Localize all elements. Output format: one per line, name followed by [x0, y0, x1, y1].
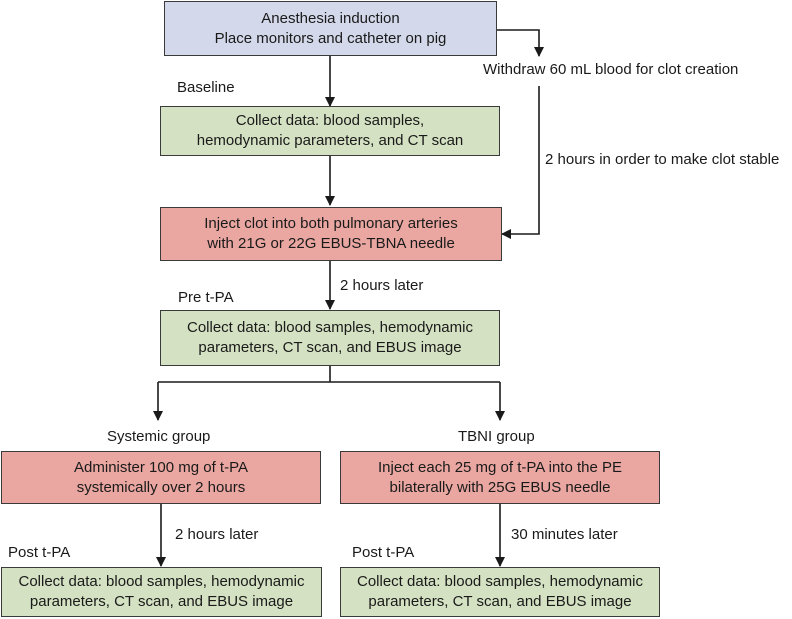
two-hours-later-label-2: 2 hours later: [175, 526, 259, 543]
post-collect-left-line2: parameters, CT scan, and EBUS image: [29, 593, 294, 610]
pre-collect-line2: parameters, CT scan, and EBUS image: [198, 339, 462, 356]
pre-tpa-label: Pre t-PA: [178, 289, 234, 306]
systemic-admin-box: Administer 100 mg of t-PA systemically ov…: [1, 451, 321, 504]
inject-clot-box: Inject clot into both pulmonary arteries…: [160, 207, 502, 261]
tbni-group-label: TBNI group: [458, 428, 535, 445]
tbni-inject-box: Inject each 25 mg of t-PA into the PE bil…: [340, 451, 660, 504]
systemic-admin-line2: systemically over 2 hours: [76, 478, 246, 496]
induction-line1: Anesthesia induction: [261, 9, 400, 27]
systemic-admin-line1: Administer 100 mg of t-PA: [74, 458, 248, 476]
arrow-withdraw-to-inject: [501, 86, 540, 239]
baseline-collect-line1: Collect data: blood samples,: [235, 112, 425, 129]
baseline-collect-line2: hemodynamic parameters, and CT scan: [196, 132, 464, 149]
pre-collect-box: Collect data: blood samples, hemodynamic…: [160, 310, 500, 366]
post-collect-left-box: Collect data: blood samples, hemodynamic…: [1, 567, 322, 617]
post-tpa-label-left: Post t-PA: [8, 544, 71, 561]
tbni-inject-line2: bilaterally with 25G EBUS needle: [389, 478, 611, 496]
induction-line2: Place monitors and catheter on pig: [214, 29, 447, 47]
post-collect-left-line1: Collect data: blood samples, hemodynamic: [18, 573, 305, 590]
arrow-induction-to-withdraw: [497, 29, 544, 57]
inject-clot-line1: Inject clot into both pulmonary arteries: [204, 215, 458, 232]
post-tpa-label-right: Post t-PA: [352, 544, 415, 561]
clot-stable-label: 2 hours in order to make clot stable: [545, 151, 780, 168]
thirty-minutes-later-label: 30 minutes later: [511, 526, 618, 543]
baseline-collect-box: Collect data: blood samples, hemodynamic …: [160, 106, 500, 156]
pre-collect-line1: Collect data: blood samples, hemodynamic: [187, 319, 473, 336]
two-hours-later-label-1: 2 hours later: [340, 277, 424, 294]
inject-clot-line2: with 21G or 22G EBUS-TBNA needle: [207, 235, 455, 252]
systemic-group-label: Systemic group: [107, 428, 211, 445]
post-collect-right-line2: parameters, CT scan, and EBUS image: [368, 593, 632, 610]
post-collect-right-box: Collect data: blood samples, hemodynamic…: [340, 567, 660, 617]
baseline-label: Baseline: [177, 79, 235, 96]
withdraw-label: Withdraw 60 mL blood for clot creation: [483, 61, 739, 78]
tbni-inject-line1: Inject each 25 mg of t-PA into the PE: [377, 458, 623, 476]
post-collect-right-line1: Collect data: blood samples, hemodynamic: [357, 573, 643, 590]
